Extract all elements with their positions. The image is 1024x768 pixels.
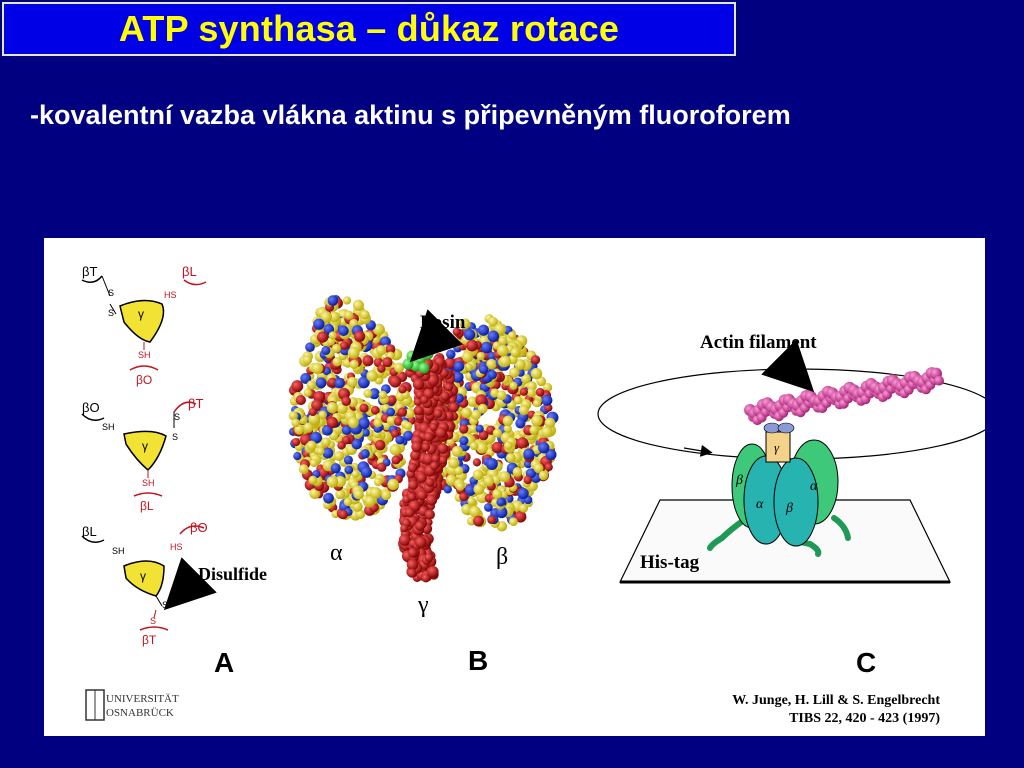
a2-s-top: S: [174, 412, 180, 422]
a1-bottom-group: SH: [138, 350, 151, 360]
citation-ref: TIBS 22, 420 - 423 (1997): [789, 711, 940, 726]
a2-bottom: βL: [140, 499, 154, 513]
a1-left: βT: [82, 264, 97, 279]
university-logo: UNIVERSITÄT OSNABRÜCK: [85, 689, 179, 721]
a2-gamma: γ: [142, 439, 148, 453]
actin-filament-beads: [744, 367, 944, 426]
gamma-subunit-atoms: [398, 352, 459, 583]
panel-a: βT βL HS S S γ SH βO βO SH βT S: [81, 264, 267, 678]
a3-bottom: βT: [142, 633, 157, 647]
citation-authors: W. Junge, H. Lill & S. Engelbrecht: [732, 693, 940, 708]
a2-bottom-group: SH: [142, 478, 155, 488]
panel-b-letter: B: [468, 645, 488, 676]
a3-left-group: SH: [112, 546, 125, 556]
a1-gamma: γ: [138, 307, 144, 321]
a3-right: βO: [190, 520, 208, 535]
panel-b: Eosin α β γ B: [288, 295, 559, 676]
his-tag-left: [707, 517, 747, 551]
panel-b-gamma: γ: [417, 592, 429, 618]
slide-title: ATP synthasa – důkaz rotace: [118, 8, 620, 49]
a3-s-top: S: [162, 600, 168, 610]
c-gamma: γ: [774, 440, 780, 455]
gamma-subunit-3: [123, 560, 165, 597]
a2-left-group: SH: [102, 422, 115, 432]
c-alpha-right-label: α: [810, 479, 818, 494]
a1-s-top: S: [108, 288, 114, 298]
panel-c: Actin filament His-tag γ β α β α C: [597, 332, 985, 678]
logo-line-1: UNIVERSITÄT: [106, 693, 179, 705]
eosin-arrow-icon: [409, 309, 463, 363]
a3-right-group: HS: [170, 542, 183, 552]
panel-b-alpha: α: [330, 540, 343, 566]
c-beta-front-label: β: [785, 501, 793, 516]
figure-panel: βT βL HS S S γ SH βO βO SH βT S: [44, 238, 985, 736]
c-alpha-front-label: α: [756, 497, 764, 512]
figure-svg: βT βL HS S S γ SH βO βO SH βT S: [81, 264, 985, 726]
actin-arrow-icon: [761, 339, 815, 393]
c-beta-left-label: β: [735, 473, 743, 488]
disulfide-label: Disulfide: [198, 564, 267, 584]
panel-b-beta: β: [496, 544, 508, 570]
his-tag-label: His-tag: [640, 552, 700, 573]
panel-a-letter: A: [214, 647, 234, 678]
his-tag-right: [831, 515, 851, 541]
actin-label: Actin filament: [700, 332, 817, 353]
a1-right-group: HS: [164, 290, 177, 300]
a2-s-bottom: S: [172, 432, 178, 442]
disulfide-arrow-icon: [163, 557, 217, 611]
rotation-arrow-icon: [683, 444, 713, 457]
a1-right: βL: [182, 264, 197, 279]
a3-s-bottom: S: [150, 616, 156, 626]
c-beta-front: [773, 457, 819, 547]
slide-subtitle: -kovalentní vazba vlákna aktinu s připev…: [30, 100, 791, 130]
logo-line-2: OSNABRÜCK: [106, 707, 174, 719]
a1-s-bottom: S: [108, 308, 114, 318]
beta-subunit-atoms: [424, 313, 559, 532]
panel-a-row-2: βO SH βT S S γ SH βL: [81, 396, 203, 513]
gamma-subunit-2: [123, 430, 167, 472]
eosin-label: Eosin: [420, 312, 466, 333]
a2-left: βO: [82, 400, 100, 415]
gamma-subunit-1: [119, 299, 165, 343]
title-box: ATP synthasa – důkaz rotace: [2, 2, 736, 56]
c-gamma-stalk: [765, 431, 791, 463]
a2-right: βT: [188, 396, 203, 411]
panel-c-letter: C: [856, 647, 876, 678]
panel-a-row-3: βL SH βO HS S S γ βT: [81, 520, 208, 647]
a3-left: βL: [82, 524, 97, 539]
panel-a-row-1: βT βL HS S S γ SH βO: [81, 264, 207, 387]
a3-gamma: γ: [140, 569, 146, 583]
a1-bottom: βO: [136, 373, 152, 387]
alpha-subunit-atoms: [288, 295, 416, 521]
